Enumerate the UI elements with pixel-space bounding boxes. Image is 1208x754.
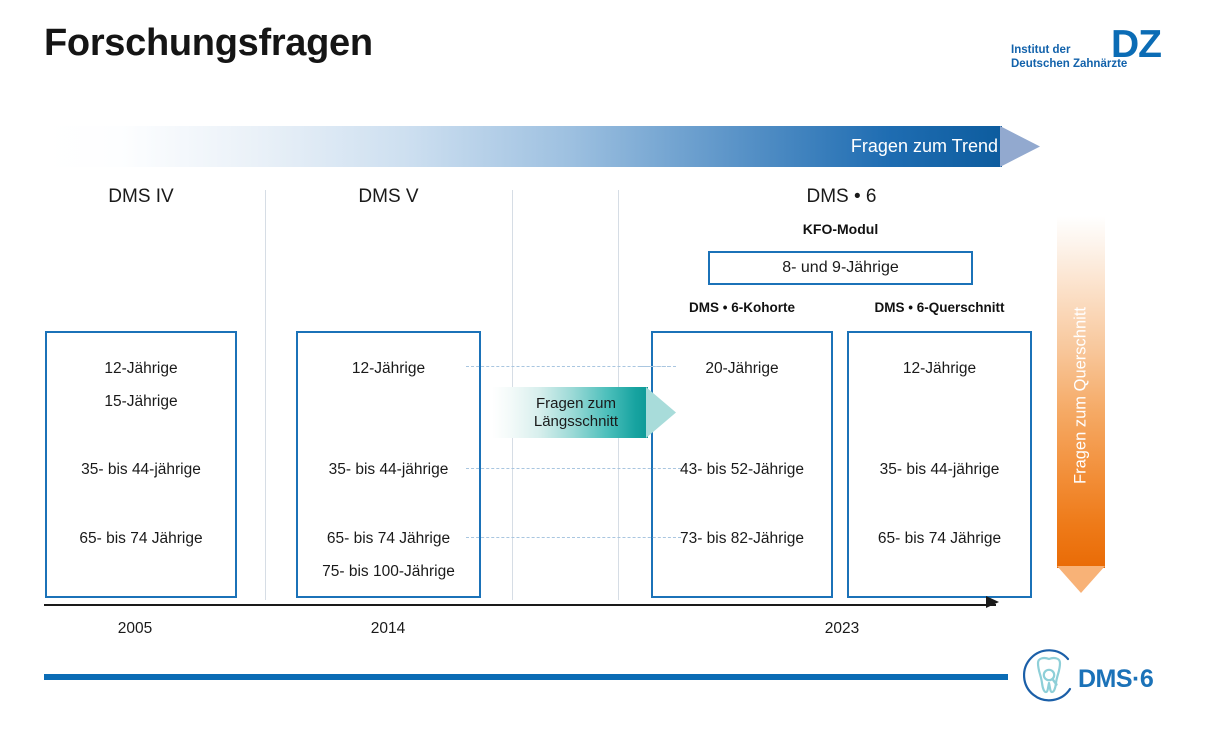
cohort-box-kohorte: 20-Jährige 43- bis 52-Jährige 73- bis 82-J… (651, 331, 833, 598)
cohort-item: 65- bis 74 Jährige (326, 530, 451, 547)
timeline-year-label: 2014 (370, 620, 406, 637)
timeline-year-label: 2023 (824, 620, 860, 637)
cohort-item: 15-Jährige (104, 393, 178, 410)
querschnitt-arrow-label: Fragen zum Querschnitt (1071, 307, 1090, 484)
timeline-year-label: 2005 (117, 620, 153, 637)
idz-logo-dz: DZ (1111, 23, 1162, 66)
querschnitt-arrow-tip-icon (1057, 566, 1105, 593)
trend-arrow-label: Fragen zum Trend (850, 136, 998, 156)
sublabel-kohorte: DMS • 6-Kohorte (689, 300, 795, 315)
idz-logo-line1: Institut der (1011, 44, 1071, 56)
timeline-axis (44, 604, 996, 606)
timeline-arrowhead-icon (986, 596, 999, 608)
idz-logo: Institut der Deutschen Zahnärzte DZ (1011, 23, 1162, 78)
column-header-dms4: DMS IV (108, 186, 174, 207)
cohort-item: 12-Jährige (351, 360, 426, 377)
laengsschnitt-label-line2: Längsschnitt (533, 413, 619, 430)
dms6-logo-mark (1018, 645, 1080, 707)
querschnitt-arrow-body: Fragen zum Querschnitt (1057, 216, 1105, 568)
bottom-accent-bar (44, 674, 1008, 680)
dms6-logo: DMS·6 (1018, 645, 1178, 711)
laengsschnitt-arrow-label: Fragen zum Längsschnitt (510, 395, 642, 431)
connector-dashed-line (640, 366, 670, 367)
cohort-box-dms5: 12-Jährige 35- bis 44-jährige 65- bis 74 J… (296, 331, 481, 598)
trend-arrow-tip-icon (1000, 126, 1040, 167)
page-title: Forschungsfragen (44, 22, 373, 64)
laengsschnitt-arrow: Fragen zum Längsschnitt (492, 387, 676, 438)
column-header-dms6: DMS • 6 (806, 186, 877, 207)
sublabel-querschnitt: DMS • 6-Querschnitt (874, 300, 1005, 315)
querschnitt-arrow: Fragen zum Querschnitt (1057, 216, 1105, 593)
cohort-item: 73- bis 82-Jährige (679, 530, 805, 547)
connector-dashed-line (466, 537, 681, 538)
connector-dashed-line (466, 468, 681, 469)
kfo-module-label: KFO-Modul (802, 221, 879, 237)
exclamation-icon (1096, 28, 1106, 29)
idz-logo-line2: Deutschen Zahnärzte (1011, 58, 1128, 70)
laengsschnitt-label-line1: Fragen zum (535, 395, 617, 412)
cohort-item: 35- bis 44-jährige (81, 461, 201, 478)
column-header-dms5: DMS V (358, 186, 419, 207)
kfo-module-box: 8- und 9-Jährige (708, 251, 973, 285)
dms6-logo-wordmark: DMS·6 (1078, 665, 1154, 693)
kfo-module-box-text: 8- und 9-Jährige (782, 259, 899, 276)
idz-logo-mark: DZ (1096, 23, 1162, 74)
cohort-item: 35- bis 44-jährige (879, 461, 1000, 478)
column-divider (265, 190, 266, 600)
cohort-item: 65- bis 74 Jährige (877, 530, 1002, 547)
cohort-item: 12-Jährige (104, 360, 178, 377)
cohort-item: 20-Jährige (705, 360, 779, 377)
cohort-item: 12-Jährige (902, 360, 977, 377)
cohort-box-querschnitt: 12-Jährige 35- bis 44-jährige 65- bis 74 J… (847, 331, 1032, 598)
cohort-box-dms4: 12-Jährige 15-Jährige 35- bis 44-jährige 65… (45, 331, 237, 598)
laengsschnitt-arrow-body (492, 387, 648, 438)
trend-arrow-body (44, 126, 1002, 167)
laengsschnitt-arrow-tip-icon (646, 387, 676, 438)
idz-logo-wordmark: Institut der Deutschen Zahnärzte (1011, 43, 1127, 71)
cohort-item: 75- bis 100-Jährige (322, 563, 455, 580)
connector-dashed-line (466, 366, 676, 367)
cohort-item: 43- bis 52-Jährige (679, 461, 805, 478)
cohort-item: 35- bis 44-jährige (328, 461, 449, 478)
trend-arrow-banner: Fragen zum Trend (44, 126, 1040, 167)
cohort-item: 65- bis 74 Jährige (79, 530, 203, 547)
